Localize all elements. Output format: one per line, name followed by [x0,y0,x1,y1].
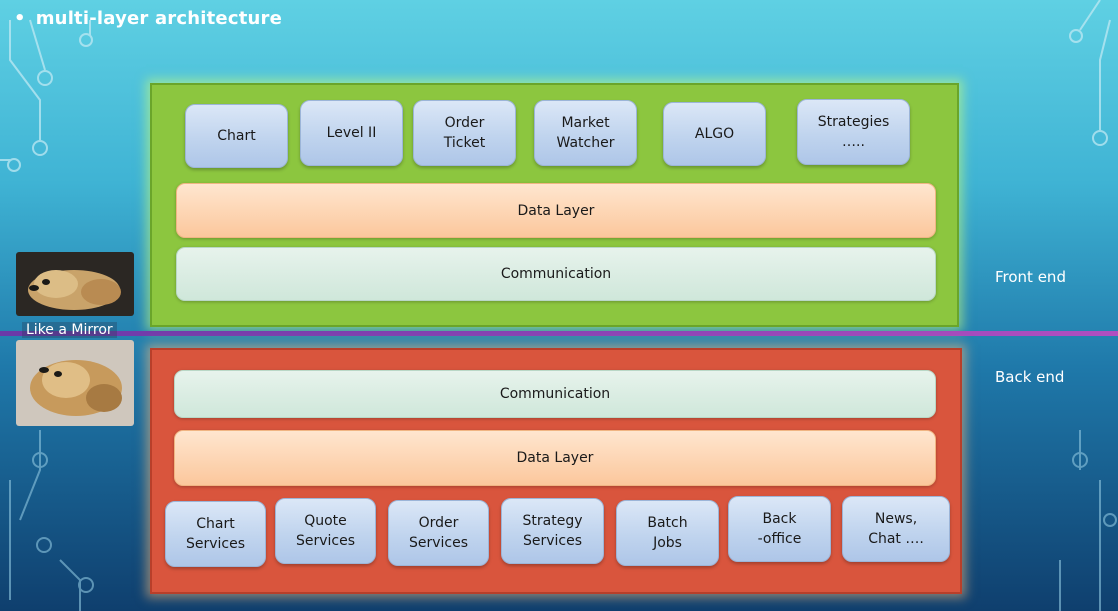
module-level-ii: Level II [300,100,403,166]
back-communication-layer: Communication [174,370,936,418]
dog-photo-top [16,252,134,316]
mirror-divider [0,331,1118,336]
module-strategies: Strategies ….. [797,99,910,165]
front-data-layer: Data Layer [176,183,936,238]
service-batch-jobs: Batch Jobs [616,500,719,566]
service-order: Order Services [388,500,489,566]
front-end-label: Front end [995,268,1066,286]
dog-photo-bottom [16,340,134,426]
front-communication-layer: Communication [176,247,936,301]
module-market-watcher: Market Watcher [534,100,637,166]
service-quote: Quote Services [275,498,376,564]
service-back-office: Back -office [728,496,831,562]
back-end-label: Back end [995,368,1065,386]
back-end-panel: Communication Data Layer Chart Services … [150,348,962,594]
service-strategy: Strategy Services [501,498,604,564]
slide-title-text: multi-layer architecture [35,8,283,29]
module-chart: Chart [185,104,288,168]
front-end-panel: Chart Level II Order Ticket Market Watch… [150,83,959,327]
module-order-ticket: Order Ticket [413,100,516,166]
slide-title: • multi-layer architecture [14,8,282,29]
service-chart: Chart Services [165,501,266,567]
mirror-label: Like a Mirror [22,322,117,338]
bullet-icon: • [14,8,26,29]
service-news-chat: News, Chat …. [842,496,950,562]
back-data-layer: Data Layer [174,430,936,486]
module-algo: ALGO [663,102,766,166]
